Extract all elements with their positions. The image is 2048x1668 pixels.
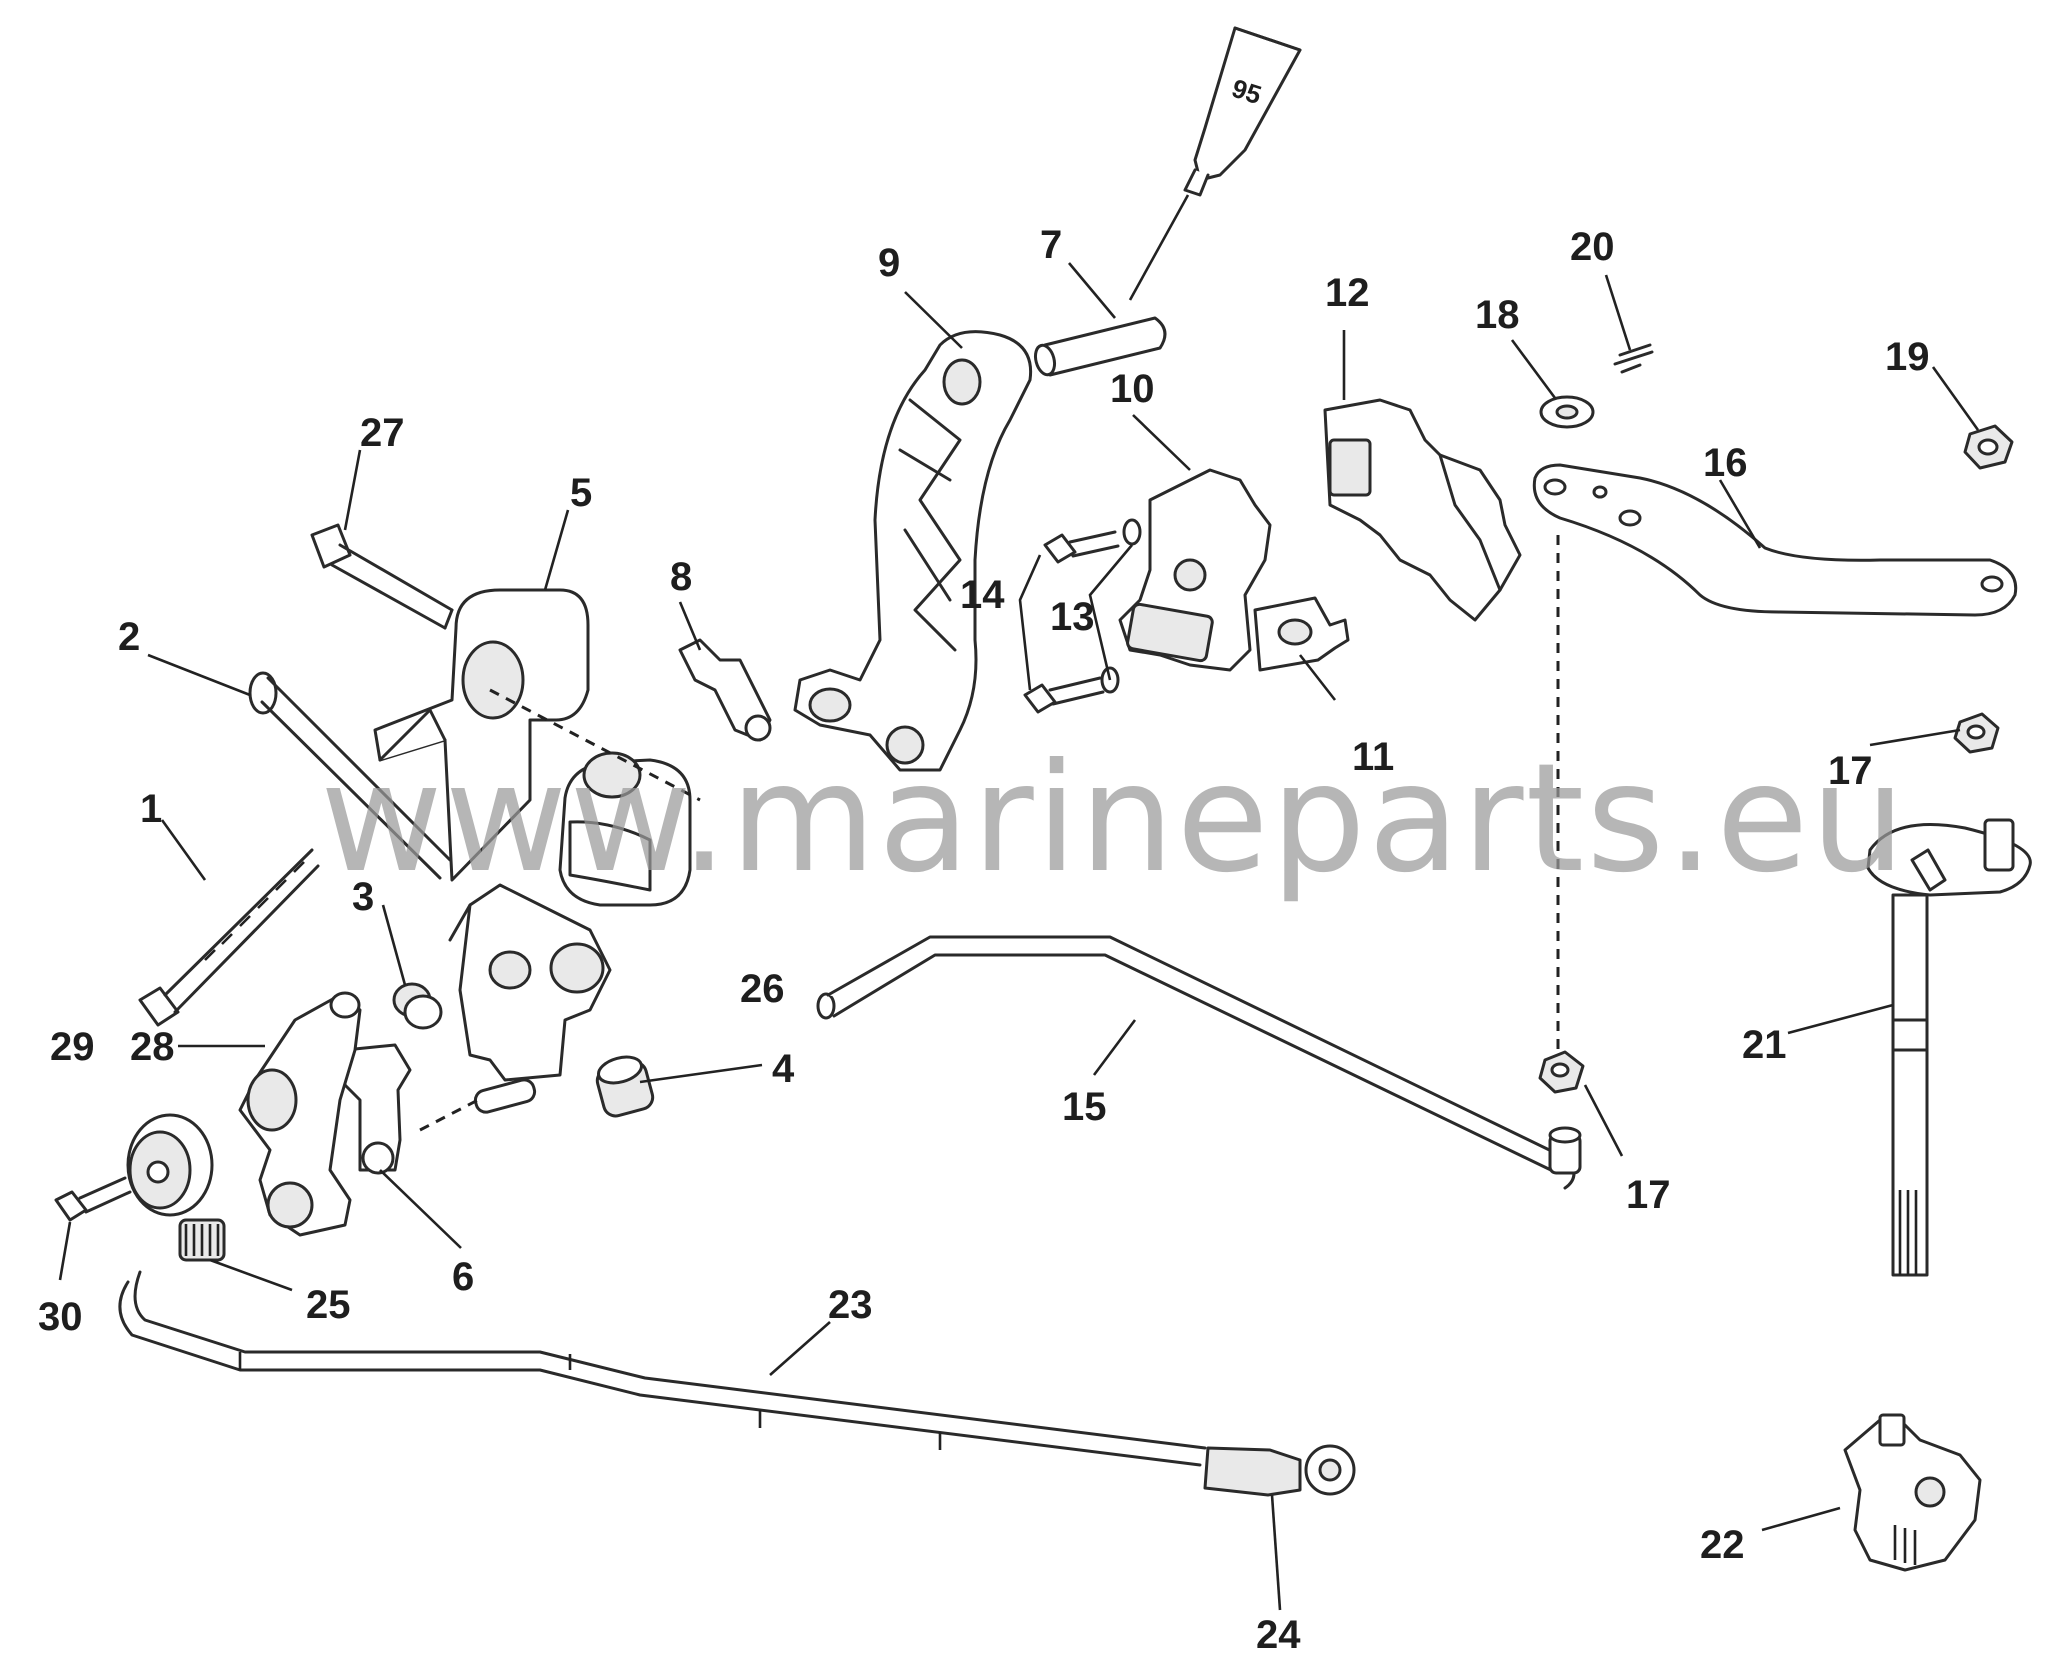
leader-lines <box>58 262 1980 1611</box>
part-21-shaft <box>1866 818 2032 1277</box>
callout-4: 4 <box>772 1047 795 1091</box>
part-29-pulley <box>126 1113 214 1217</box>
callout-9: 9 <box>878 241 900 285</box>
part-7-pin <box>1033 316 1167 377</box>
part-25-connector <box>178 1218 226 1262</box>
callout-30: 30 <box>38 1295 83 1339</box>
part-24-end-fitting <box>1203 1444 1356 1497</box>
callout-10: 10 <box>1110 367 1155 411</box>
callout-17-lower: 17 <box>1626 1173 1671 1217</box>
callout-8: 8 <box>670 555 692 599</box>
callout-13: 13 <box>1050 595 1095 639</box>
part-17-nut-lower <box>1538 535 1585 1094</box>
callout-20: 20 <box>1570 225 1615 269</box>
part-9-arm <box>793 330 1033 772</box>
part-19-nut <box>1963 424 2014 470</box>
callout-2: 2 <box>118 615 140 659</box>
part-28-lever <box>238 991 362 1237</box>
part-3-bushing <box>392 982 443 1030</box>
part-26-mount <box>489 688 701 907</box>
callout-16: 16 <box>1703 441 1748 485</box>
callout-19: 19 <box>1885 335 1930 379</box>
part-6-link <box>343 1043 412 1175</box>
part-8-clip <box>678 638 772 742</box>
callout-29: 29 <box>50 1025 95 1069</box>
callout-22: 22 <box>1700 1523 1745 1567</box>
part-10-bracket <box>1118 468 1272 672</box>
watermark-text: www.marineparts.eu <box>320 732 1908 906</box>
callout-28: 28 <box>130 1025 175 1069</box>
part-15-rod <box>816 935 1582 1190</box>
part-27-bolt <box>310 523 454 630</box>
callout-1: 1 <box>140 787 162 831</box>
callout-23: 23 <box>828 1283 873 1327</box>
callout-15: 15 <box>1062 1085 1107 1129</box>
callout-24: 24 <box>1256 1613 1301 1657</box>
part-small-pin <box>419 1078 537 1132</box>
part-18-washer <box>1539 395 1595 429</box>
part-17-nut-upper <box>1953 712 2000 754</box>
callout-3: 3 <box>352 875 374 919</box>
callout-25: 25 <box>306 1283 351 1327</box>
callout-labels: 1 2 3 4 5 6 7 8 9 10 11 12 13 14 15 16 1… <box>38 223 1930 1657</box>
part-1-bolt <box>138 848 320 1027</box>
callout-7: 7 <box>1040 223 1062 267</box>
grease-tube-95: 95 <box>1128 26 1302 301</box>
part-12-switch <box>1323 398 1522 622</box>
part-23-rod <box>118 1270 1207 1467</box>
part-11-gasket <box>1253 596 1350 672</box>
callout-12: 12 <box>1325 271 1370 315</box>
part-central-assembly <box>448 883 612 1082</box>
callout-11: 11 <box>1352 735 1394 779</box>
callout-5: 5 <box>570 471 592 515</box>
callout-21: 21 <box>1742 1023 1787 1067</box>
part-30-bolt <box>54 1176 132 1222</box>
part-2-pin <box>248 671 452 880</box>
callout-6: 6 <box>452 1255 474 1299</box>
callout-18: 18 <box>1475 293 1520 337</box>
callout-14: 14 <box>960 573 1005 617</box>
part-22-sensor <box>1843 1413 1982 1572</box>
part-16-lever <box>1532 463 2018 617</box>
part-20-screw <box>1613 343 1654 374</box>
callout-26: 26 <box>740 967 785 1011</box>
callout-27: 27 <box>360 411 405 455</box>
callout-17-upper: 17 <box>1828 749 1873 793</box>
part-13-14-fasteners <box>1023 518 1142 714</box>
part-4-bushing <box>595 1055 655 1118</box>
